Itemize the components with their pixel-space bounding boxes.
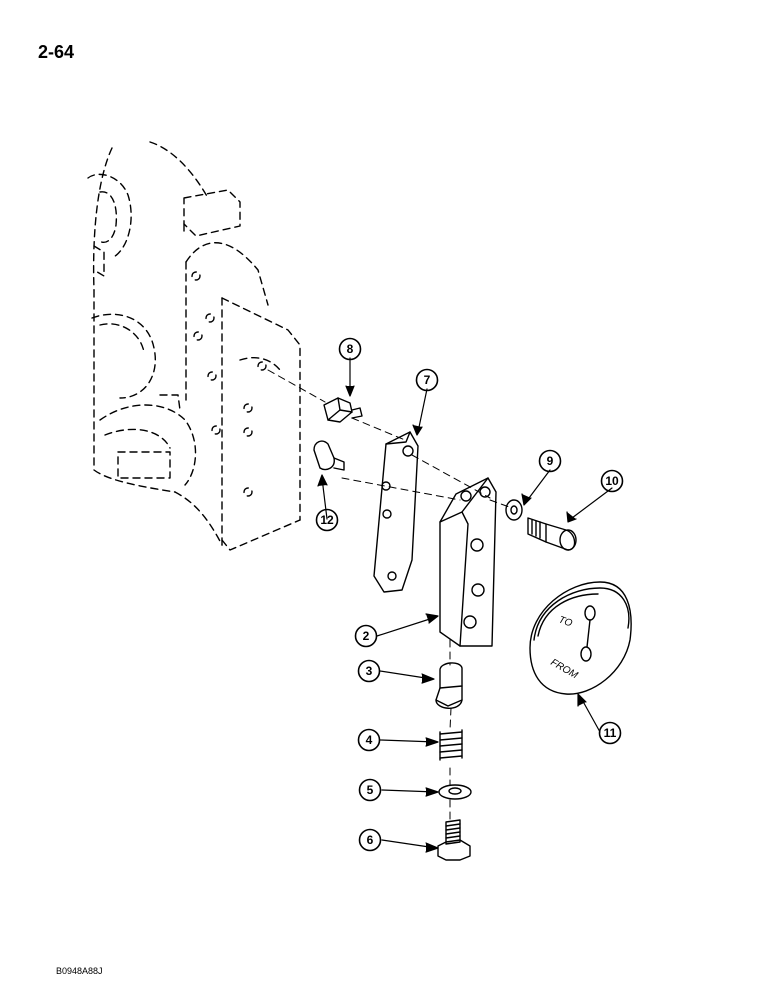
- callout-6: 6: [367, 833, 374, 847]
- part-7-bracket-plate: [373, 431, 419, 593]
- cover-label-to: TO: [557, 614, 574, 629]
- callout-12: 12: [320, 513, 334, 527]
- part-3-valve-plunger: [435, 662, 463, 709]
- part-5-washer: [438, 784, 472, 800]
- part-8-straight-fitting: [323, 397, 363, 423]
- callout-11: 11: [604, 726, 617, 740]
- callout-circles: [315, 337, 624, 852]
- callout-9: 9: [547, 454, 554, 468]
- callout-10: 10: [605, 474, 619, 488]
- callout-3: 3: [366, 664, 373, 678]
- engine-housing: [87, 141, 301, 551]
- callout-2: 2: [363, 629, 370, 643]
- part-11-cover-plate: [529, 581, 632, 695]
- part-2-mounting-block: [439, 477, 497, 647]
- part-9-small-washer: [505, 499, 523, 521]
- cover-label-from: FROM: [549, 657, 581, 682]
- page-number: 2-64: [38, 42, 75, 62]
- part-12-elbow-fitting: [313, 440, 345, 471]
- part-10-cap-screw: [527, 517, 577, 551]
- callout-4: 4: [366, 733, 373, 747]
- part-4-spring: [439, 729, 463, 761]
- part-6-plug-bolt: [437, 819, 471, 861]
- leader-lines: [317, 357, 613, 853]
- callout-8: 8: [347, 342, 354, 356]
- figure-code: B0948A88J: [56, 966, 103, 976]
- callout-7: 7: [424, 373, 431, 387]
- alignment-lines: [267, 369, 513, 823]
- callout-5: 5: [367, 783, 374, 797]
